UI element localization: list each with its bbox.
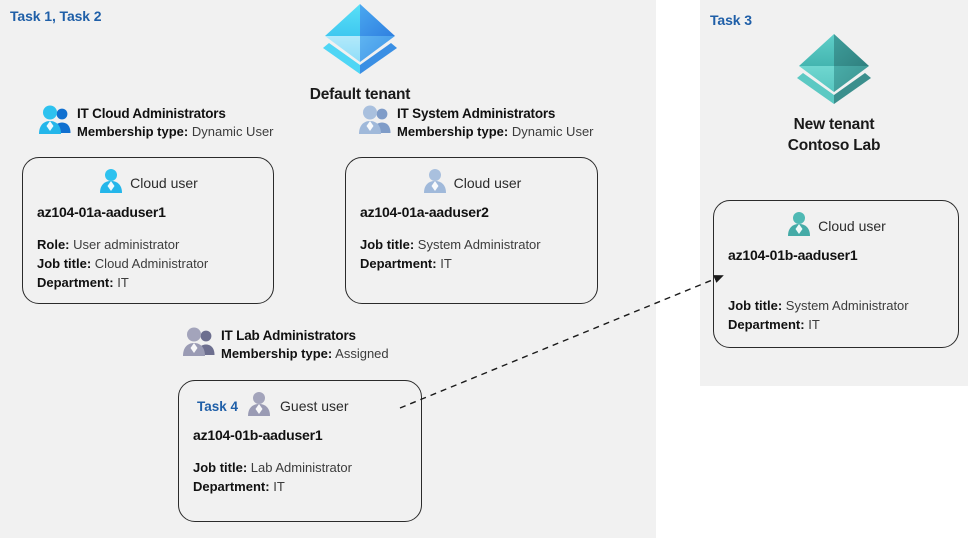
card-attributes: Job title: Lab Administrator Department:… [193, 459, 407, 497]
attr-role: Role: User administrator [37, 236, 259, 255]
attr-label: Job title: [360, 237, 415, 252]
membership-label: Membership type: [221, 346, 333, 362]
group-name: IT System Administrators [397, 106, 556, 121]
user-type-label: Cloud user [453, 175, 522, 191]
attr-label: Department: [193, 478, 270, 494]
attr-label: Department: [728, 316, 805, 332]
attr-label: Department: [360, 255, 437, 271]
group-name: IT Lab Administrators [221, 328, 356, 343]
membership-label: Membership type: [77, 124, 189, 140]
attr-job-title: Job title: Lab Administrator [193, 459, 407, 478]
attr-label: Job title: [193, 460, 248, 475]
group-name: IT Cloud Administrators [77, 106, 226, 121]
username: az104-01a-aaduser2 [360, 204, 489, 220]
tenant-new-name-line2: Contoso Lab [787, 136, 881, 154]
group-it-system-administrators: IT System Administrators Membership type… [358, 104, 594, 142]
card-attributes: Job title: System Administrator Departme… [728, 297, 944, 335]
attr-department: Department: IT [728, 316, 944, 335]
username: az104-01b-aaduser1 [728, 247, 858, 263]
cloud-user-icon [422, 168, 448, 199]
tenant-default: Default tenant [214, 2, 506, 106]
attr-job-title: Job title: Cloud Administrator [37, 255, 259, 274]
attr-value: Cloud Administrator [94, 255, 209, 271]
group-users-icon [358, 104, 392, 141]
card-attributes: Job title: System Administrator Departme… [360, 236, 583, 274]
attr-value: System Administrator [785, 298, 909, 313]
group-users-icon [182, 326, 216, 363]
attr-job-title: Job title: System Administrator [728, 297, 944, 316]
attr-value: System Administrator [417, 237, 541, 252]
task-label-4: Task 4 [197, 398, 239, 414]
default-tenant-panel [0, 0, 656, 538]
card-header: Cloud user [360, 168, 583, 198]
cloud-user-icon [786, 211, 812, 242]
group-membership: Membership type: Dynamic User [77, 123, 274, 141]
attr-label: Job title: [728, 298, 783, 313]
group-it-lab-administrators: IT Lab Administrators Membership type: A… [182, 326, 389, 364]
attr-label: Role: [37, 237, 70, 252]
attr-department: Department: IT [193, 478, 407, 497]
tenant-new-name-line1: New tenant [793, 116, 875, 133]
attr-value: IT [273, 478, 285, 494]
group-users-icon [38, 104, 72, 141]
azure-ad-tenant-icon [214, 2, 506, 79]
membership-value: Assigned [335, 346, 389, 362]
tenant-default-name: Default tenant [309, 86, 411, 103]
user-card-az104-01b-aaduser1-cloud: Cloud user az104-01b-aaduser1 Job title:… [713, 200, 959, 348]
membership-value: Dynamic User [511, 124, 594, 140]
user-type-label: Cloud user [130, 175, 198, 191]
user-card-az104-01a-aaduser1: Cloud user az104-01a-aaduser1 Role: User… [22, 157, 274, 304]
attr-value: IT [440, 255, 452, 271]
user-type-label: Guest user [280, 398, 349, 414]
attr-department: Department: IT [360, 255, 583, 274]
cloud-user-icon [98, 168, 124, 199]
attr-job-title: Job title: System Administrator [360, 236, 583, 255]
card-attributes: Role: User administrator Job title: Clou… [37, 236, 259, 293]
card-header: Cloud user [37, 168, 259, 198]
username: az104-01b-aaduser1 [193, 427, 323, 443]
attr-value: Lab Administrator [250, 460, 352, 475]
attr-department: Department: IT [37, 274, 259, 293]
attr-value: IT [117, 274, 129, 290]
task-label-1-2: Task 1, Task 2 [10, 8, 102, 24]
attr-label: Job title: [37, 255, 92, 271]
group-membership: Membership type: Dynamic User [397, 123, 594, 141]
username: az104-01a-aaduser1 [37, 204, 166, 220]
membership-value: Dynamic User [191, 124, 274, 140]
user-card-az104-01a-aaduser2: Cloud user az104-01a-aaduser2 Job title:… [345, 157, 598, 304]
card-header: Task 4 Guest user [193, 391, 407, 421]
azure-ad-tenant-icon [702, 32, 966, 109]
task-label-3: Task 3 [710, 12, 752, 28]
attr-value: IT [808, 316, 820, 332]
guest-user-icon [246, 391, 272, 422]
membership-label: Membership type: [397, 124, 509, 140]
attr-label: Department: [37, 274, 114, 290]
attr-value: User administrator [73, 237, 180, 252]
tenant-new: New tenant Contoso Lab [702, 32, 966, 157]
user-type-label: Cloud user [818, 218, 886, 234]
card-header: Cloud user [728, 211, 944, 241]
group-it-cloud-administrators: IT Cloud Administrators Membership type:… [38, 104, 274, 142]
user-card-az104-01b-aaduser1-guest: Task 4 Guest user az104-01b-aaduser1 Job… [178, 380, 422, 522]
group-membership: Membership type: Assigned [221, 345, 389, 363]
